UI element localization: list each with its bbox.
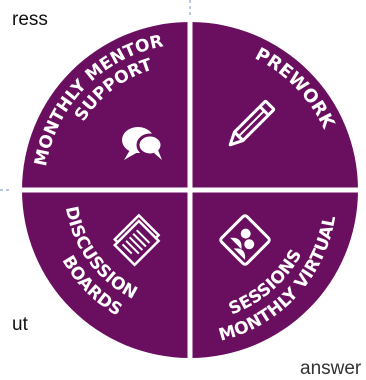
background-text-top: ress xyxy=(12,9,48,30)
document-stack-icon xyxy=(113,213,161,267)
pencil-icon xyxy=(228,99,276,147)
background-text-bottom: ut xyxy=(12,314,28,335)
quadrant-prework xyxy=(190,22,358,190)
speech-bubbles-icon xyxy=(122,127,164,160)
background-text-partial: answer xyxy=(300,358,362,379)
quadrant-virtual xyxy=(190,190,358,358)
people-screen-icon xyxy=(219,214,271,266)
